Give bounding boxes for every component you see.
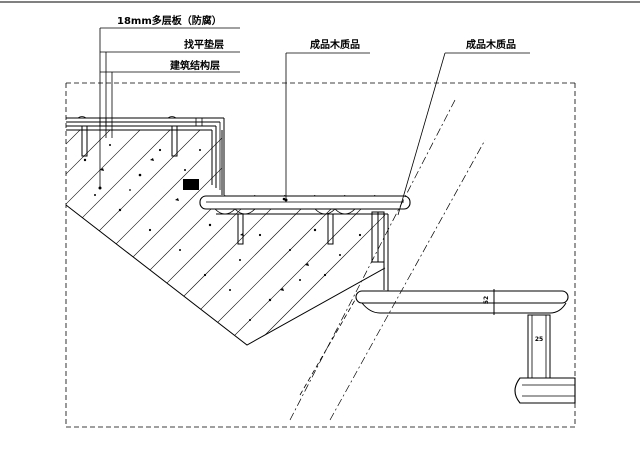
label-leveling-layer: 找平垫层 <box>184 38 224 51</box>
concrete-hatching <box>66 130 385 345</box>
landing-tread <box>199 195 411 292</box>
handrail-section: 52 25 <box>355 289 576 404</box>
post-width-dimension: 25 <box>535 336 543 343</box>
leader-lines <box>98 27 530 216</box>
upper-floor-layers <box>66 116 225 195</box>
rail-height-dimension: 52 <box>483 296 490 304</box>
stair-soffit-line <box>65 204 386 346</box>
edge-strip <box>183 179 199 190</box>
dashed-boundary <box>65 82 576 428</box>
label-finished-wood-product-1: 成品木质品 <box>310 38 360 51</box>
label-18mm-plywood: 18mm多层板（防腐） <box>117 14 222 27</box>
label-building-structure-layer: 建筑结构层 <box>169 59 220 72</box>
label-finished-wood-product-2: 成品木质品 <box>466 38 516 51</box>
guide-lines <box>289 99 486 421</box>
concrete-structure <box>65 130 386 346</box>
concrete-aggregate <box>83 144 362 321</box>
